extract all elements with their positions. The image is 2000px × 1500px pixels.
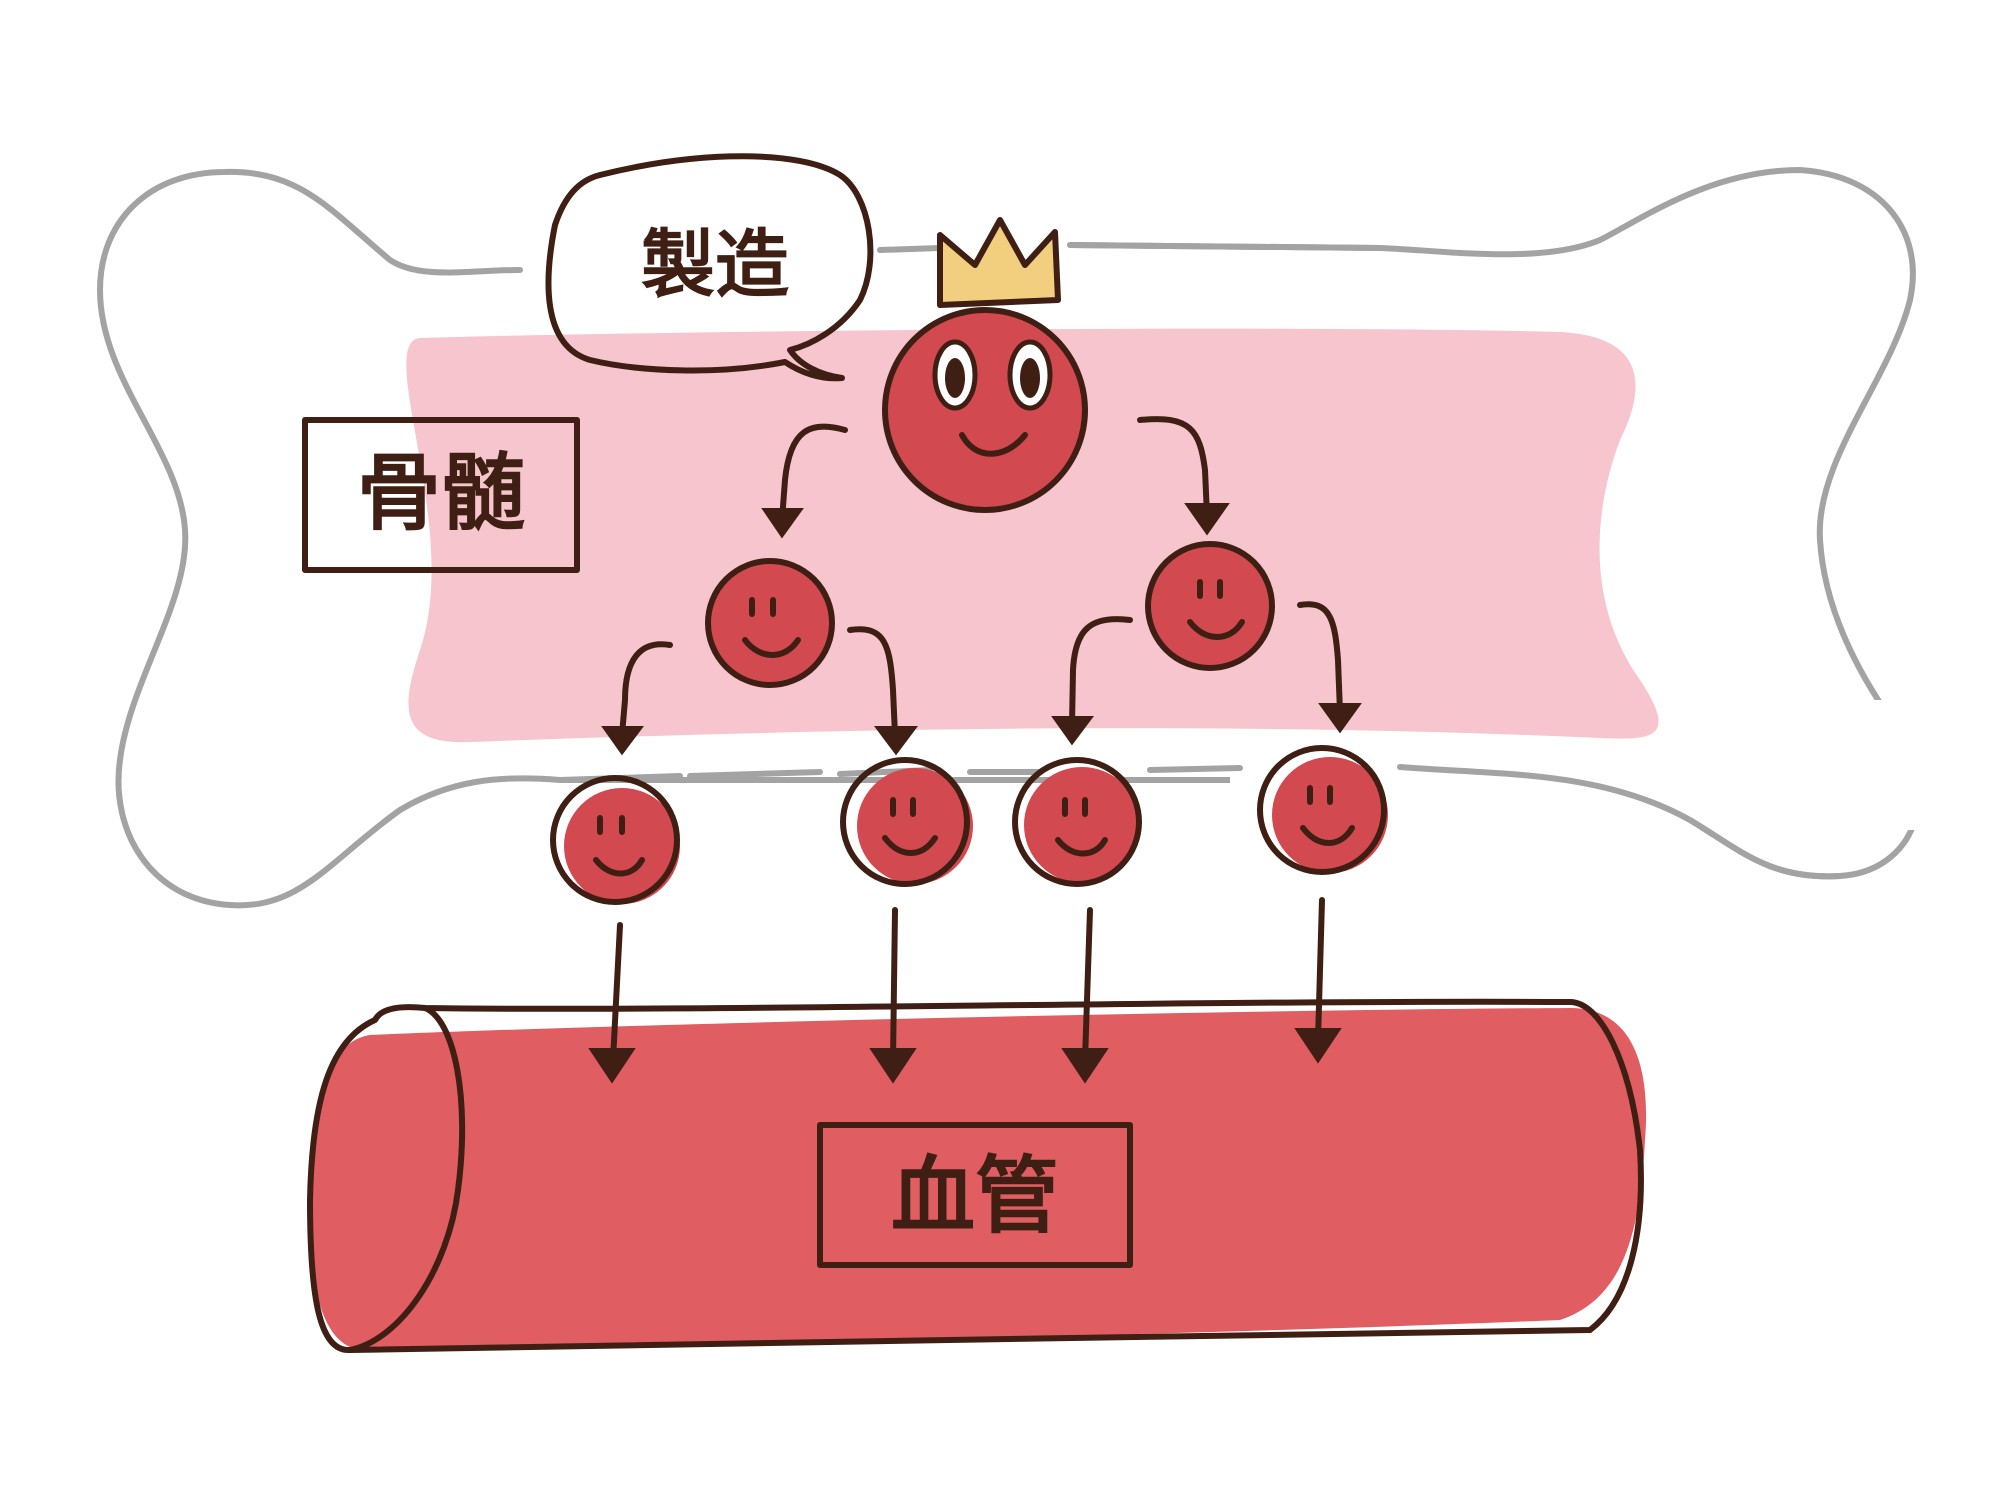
arrow-cell2-to-vessel (890, 907, 898, 1063)
red-blood-cell-3 (1012, 757, 1142, 887)
arrow-midright-to-cell3 (1069, 616, 1133, 728)
speech-bubble (545, 153, 874, 382)
arrow-cell1-to-vessel (610, 922, 623, 1063)
arrow-stem-to-left (779, 423, 848, 523)
smiley-cell-icon (1257, 745, 1387, 875)
middle-cell-left (705, 558, 835, 688)
smiley-cell-icon (840, 757, 970, 887)
blood-vessel (309, 1008, 1647, 1350)
arrowhead-midright-to-cell3 (1051, 716, 1094, 746)
arrow-stem-to-right (1137, 416, 1210, 518)
smiley-cell-icon (1012, 757, 1142, 887)
stem-cell (882, 307, 1088, 513)
red-blood-cell-1 (550, 775, 680, 905)
speech-label: 製造 (641, 222, 789, 308)
arrowhead-midleft-to-cell2 (874, 726, 918, 756)
smiley-cell-icon (550, 775, 680, 905)
arrowhead-midleft-to-cell1 (601, 726, 644, 756)
arrowhead-cell4-to-vessel (1294, 1028, 1342, 1064)
bone-marrow-label: 骨髄 (357, 444, 525, 542)
stem-cell-smile (959, 432, 1028, 457)
arrowhead-cell1-to-vessel (588, 1048, 636, 1084)
arrow-cell4-to-vessel (1315, 897, 1325, 1043)
arrowhead-stem-to-right (1184, 503, 1230, 536)
arrow-midleft-to-cell1 (619, 641, 673, 738)
arrowhead-stem-to-left (761, 508, 804, 539)
middle-cell-right (1145, 541, 1275, 671)
arrow-cell3-to-vessel (1082, 907, 1093, 1063)
arrow-midright-to-cell4 (1297, 601, 1343, 715)
blood-vessel-label: 血管 (891, 1147, 1059, 1245)
red-blood-cell-2 (840, 757, 973, 887)
arrowhead-cell3-to-vessel (1061, 1048, 1109, 1084)
blood-vessel-label-box (817, 1122, 1133, 1268)
arrowhead-midright-to-cell4 (1318, 703, 1362, 734)
crown-icon (937, 217, 1061, 308)
red-blood-cell-4 (1257, 745, 1388, 875)
bone-top-edge (877, 242, 1383, 253)
crown-cell-icon (882, 307, 1088, 513)
smiley-cell-icon (705, 558, 835, 688)
arrowhead-cell2-to-vessel (869, 1048, 917, 1084)
bone-outline (97, 168, 2000, 909)
bone-marrow-label-box (302, 417, 580, 573)
blood-vessel-outline (307, 998, 1644, 1353)
blood-vessel-opening (347, 1005, 466, 1353)
arrow-midleft-to-cell2 (847, 626, 898, 738)
smiley-cell-icon (1145, 541, 1275, 671)
